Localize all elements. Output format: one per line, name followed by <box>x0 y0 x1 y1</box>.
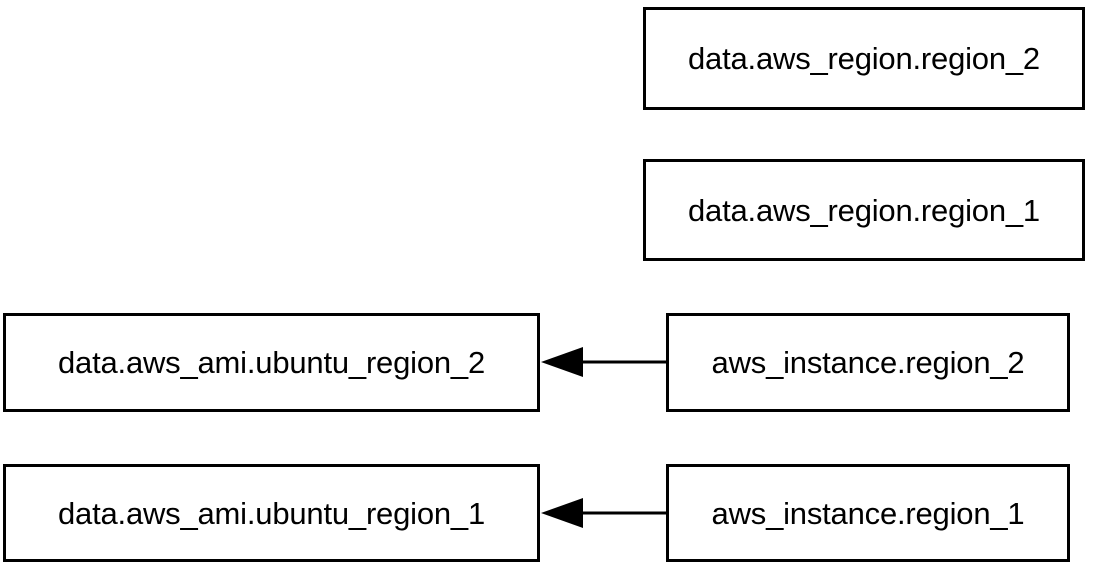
node-label: data.aws_region.region_2 <box>688 41 1040 76</box>
node-label: aws_instance.region_1 <box>711 495 1025 531</box>
node-label: data.aws_region.region_1 <box>688 192 1040 228</box>
graph-node-data-aws-region-region-1[interactable]: data.aws_region.region_1 <box>643 159 1085 261</box>
graph-node-data-aws-region-region-2[interactable]: data.aws_region.region_2 <box>643 7 1085 110</box>
node-label: aws_instance.region_2 <box>711 345 1025 380</box>
arrowhead-left-icon <box>541 498 583 528</box>
arrowhead-left-icon <box>541 347 583 377</box>
graph-node-data-aws-ami-ubuntu-region-2[interactable]: data.aws_ami.ubuntu_region_2 <box>3 313 540 412</box>
graph-node-aws-instance-region-2[interactable]: aws_instance.region_2 <box>666 313 1070 412</box>
edge-instance-2-to-ami-2 <box>541 347 666 377</box>
node-label: data.aws_ami.ubuntu_region_1 <box>58 495 485 531</box>
graph-node-data-aws-ami-ubuntu-region-1[interactable]: data.aws_ami.ubuntu_region_1 <box>3 464 540 562</box>
node-label: data.aws_ami.ubuntu_region_2 <box>58 345 485 380</box>
edge-instance-1-to-ami-1 <box>541 498 666 528</box>
graph-node-aws-instance-region-1[interactable]: aws_instance.region_1 <box>666 464 1070 562</box>
